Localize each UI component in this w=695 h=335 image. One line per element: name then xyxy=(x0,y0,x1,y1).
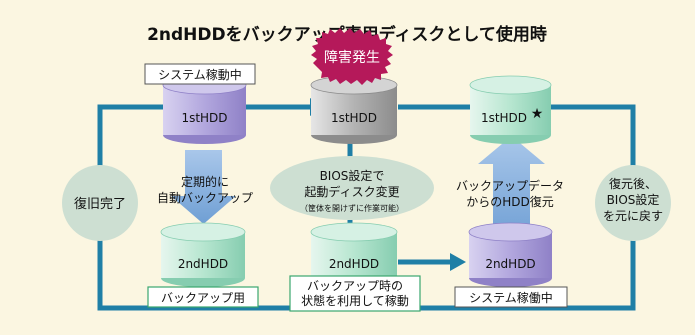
system-running-box xyxy=(144,63,256,85)
operate-from-backup-line1: バックアップ時の xyxy=(307,279,403,293)
hdd-backup-2nd: 2ndHDD xyxy=(160,222,246,287)
hdd-system-2nd-label: 2ndHDD xyxy=(485,257,535,271)
restore-arrow xyxy=(478,136,545,242)
system-operating-box xyxy=(454,286,568,308)
hdd-failed-1st-label: 1stHDD xyxy=(331,111,377,125)
hdd-failed-1st: 1stHDD xyxy=(310,75,398,144)
restore-after-bubble xyxy=(595,165,671,241)
hdd-active-1st-label: 1stHDD xyxy=(181,111,227,125)
operate-from-backup-line2: 状態を利用して稼動 xyxy=(301,293,409,308)
bios-line1: BIOS設定で xyxy=(320,168,385,183)
failure-label: 障害発生 xyxy=(324,50,380,66)
hdd-restored-1st: 1stHDD ★ xyxy=(469,75,552,144)
backup-arrow-line2: 自動バックアップ xyxy=(157,191,253,205)
bios-note: （筐体を開けずに作業可能） xyxy=(300,203,404,213)
backup-use-label: バックアップ用 xyxy=(161,291,245,305)
bios-line2: 起動ディスク変更 xyxy=(304,184,399,199)
restore-after-line1: 復元後、 xyxy=(609,176,657,191)
restore-after-line3: を元に戻す xyxy=(603,209,663,223)
backup-arrow xyxy=(171,150,236,224)
system-running-label: システム稼動中 xyxy=(158,67,242,82)
backup-arrow-line1: 定期的に xyxy=(181,174,229,189)
restore-arrow-line1: バックアップデータ xyxy=(456,178,564,193)
hdd-active-1st: 1stHDD xyxy=(162,75,247,144)
bios-change-bubble xyxy=(270,156,434,220)
failure-burst xyxy=(311,28,393,85)
hdd-backup-2nd-label: 2ndHDD xyxy=(178,257,228,271)
backup-use-box xyxy=(147,286,259,308)
star-icon: ★ xyxy=(531,106,544,122)
recovery-done-text: 復旧完了 xyxy=(74,196,126,212)
hdd-restored-1st-label: 1stHDD xyxy=(481,111,527,125)
recovery-done-bubble xyxy=(62,165,138,241)
system-operating-label: システム稼働中 xyxy=(469,290,553,305)
restore-arrow-line2: からのHDD復元 xyxy=(466,194,554,209)
hdd-operating-2nd-label: 2ndHDD xyxy=(329,257,379,271)
operate-from-backup-box xyxy=(289,275,421,312)
hdd-system-2nd: 2ndHDD xyxy=(468,222,553,287)
restore-after-line2: BIOS設定 xyxy=(607,192,660,207)
